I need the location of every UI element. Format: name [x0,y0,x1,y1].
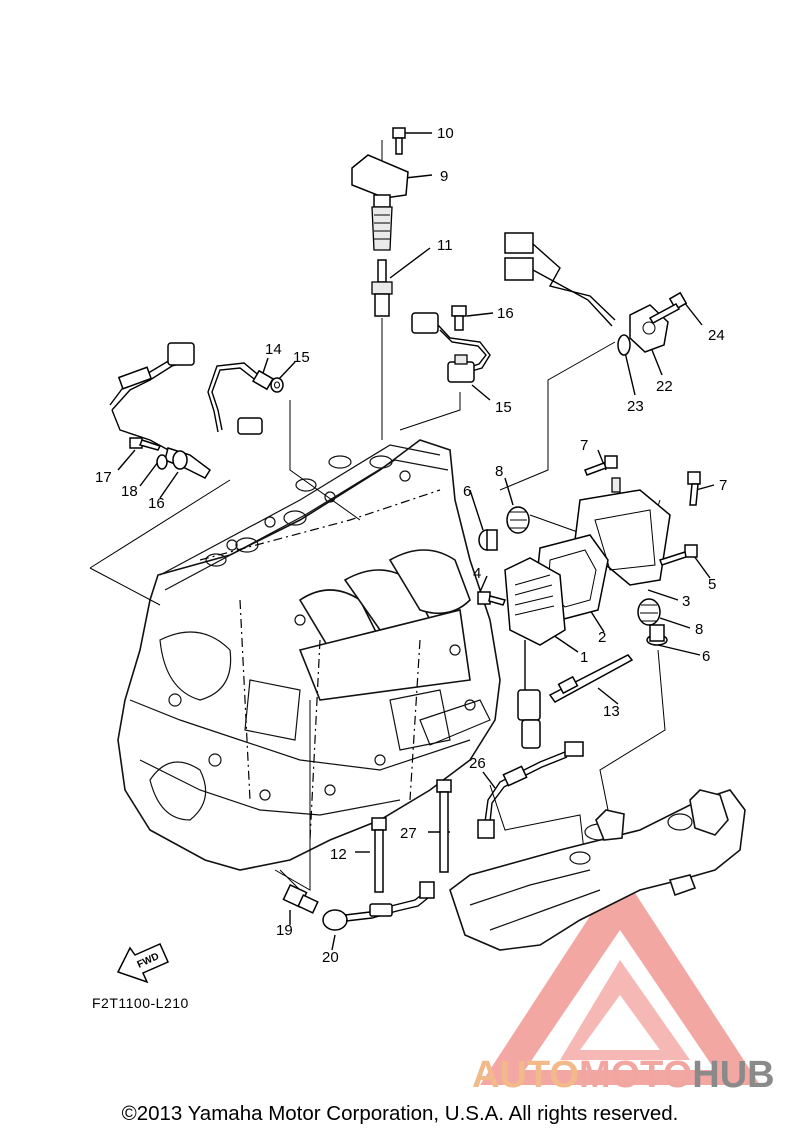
copyright-notice: ©2013 Yamaha Motor Corporation, U.S.A. A… [121,1102,679,1125]
drawing-code: F2T1100-L210 [92,995,189,1011]
part-14-sensor-cable[interactable] [207,362,274,435]
callout-1: 1 [580,649,588,666]
part-12-cable-tie[interactable] [371,817,387,893]
callout-18: 18 [121,483,138,500]
callout-26: 26 [469,755,486,772]
callout-21: 19 [276,922,293,939]
part-15-washer[interactable] [270,377,284,393]
callout-7-left: 7 [580,437,588,454]
callout-6-upper: 6 [463,483,471,500]
callout-7-right: 7 [719,477,727,494]
part-18-o-ring[interactable] [156,454,168,470]
part-21-sensor[interactable] [282,883,319,914]
callout-15: 15 [293,349,310,366]
callout-8-upper: 8 [495,463,503,480]
callout-9: 9 [440,168,448,185]
callout-17: 17 [95,469,112,486]
intake-manifold-lower [449,789,746,951]
part-16-sensor[interactable] [109,342,212,479]
callout-16: 16 [148,495,165,512]
part-23-sensor-with-harness[interactable] [504,232,669,353]
part-4-bolt[interactable] [477,591,507,606]
watermark-brand-text: AUTOMOTOHUB [472,1054,775,1096]
part-9-ignition-coil[interactable] [351,154,409,251]
callout-10: 10 [437,125,454,142]
part-6-collar-lower[interactable] [646,624,668,646]
callout-19: 15 [495,399,512,416]
callout-25: 24 [708,327,725,344]
part-25-bolt[interactable] [648,291,688,324]
callout-6-lower: 6 [702,648,710,665]
callout-3: 3 [682,593,690,610]
part-8-grommet-upper[interactable] [506,506,530,534]
part-22-knock-sensor-cable[interactable] [322,881,435,931]
callout-5: 5 [708,576,716,593]
callout-24: 23 [627,398,644,415]
watermark-logo-triangle [480,870,760,1085]
part-7-bolt-right[interactable] [687,471,701,506]
part-1-control-unit[interactable] [504,557,566,749]
callout-27: 27 [400,825,417,842]
callout-2: 2 [598,629,606,646]
part-17-bolt[interactable] [129,437,162,451]
callout-labels: 10 9 11 16 15 14 15 17 18 16 24 22 23 7 … [95,125,727,966]
part-19-sensor-harness[interactable] [411,312,491,383]
part-20-bolt[interactable] [451,305,467,331]
svg-text:AUTOMOTOHUB: AUTOMOTOHUB [472,1054,775,1096]
part-24-o-ring[interactable] [617,334,631,356]
part-6-collar-upper[interactable] [478,529,498,551]
part-13-sensor-probe[interactable] [548,654,634,703]
callout-11: 11 [437,237,453,254]
part-26-sensor-cable[interactable] [477,741,584,839]
part-5-bolt[interactable] [659,544,698,566]
callout-12: 12 [330,846,347,863]
callout-22: 20 [322,949,339,966]
callout-23: 22 [656,378,673,395]
fwd-arrow-icon: FWD [116,943,169,984]
callout-4: 4 [473,565,481,582]
callout-13: 13 [603,703,620,720]
part-7-bolt-left[interactable] [584,455,618,476]
callout-14: 14 [265,341,282,358]
callout-20: 16 [497,305,514,322]
part-11-spark-plug[interactable] [371,259,393,317]
callout-8-lower: 8 [695,621,703,638]
part-27-cable-tie[interactable] [436,779,452,873]
part-10-bolt[interactable] [392,127,406,155]
part-8-grommet-lower[interactable] [637,598,661,626]
engine-block [117,439,501,871]
